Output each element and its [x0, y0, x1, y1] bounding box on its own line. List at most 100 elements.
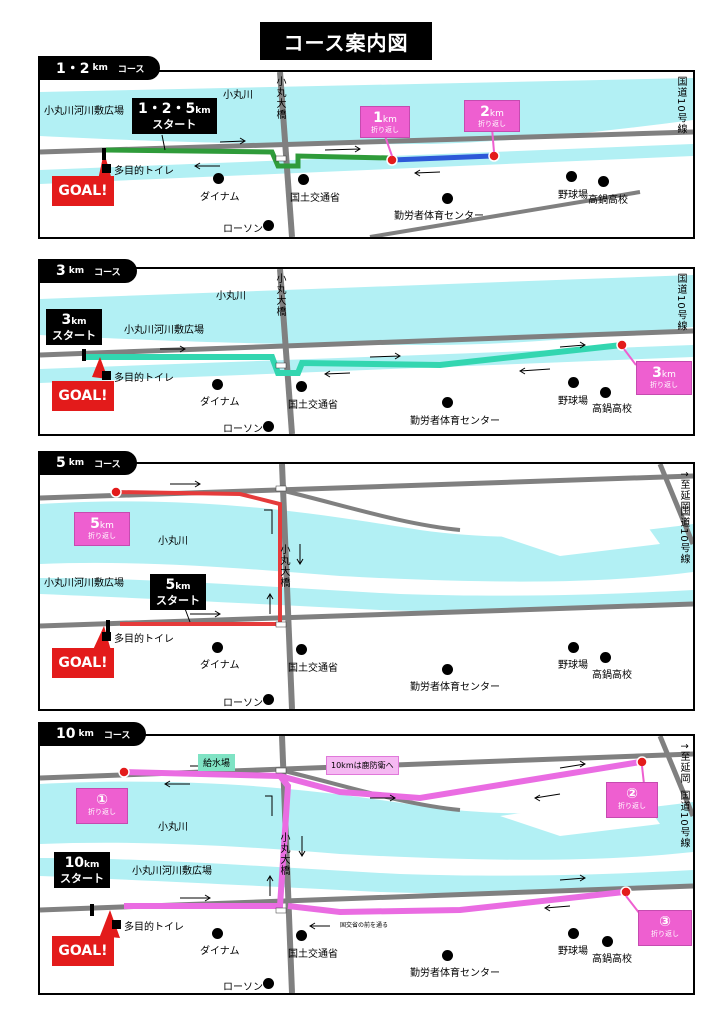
route-pink [123, 759, 641, 916]
ministry-pass-note: 国交省の前を通る [340, 922, 389, 929]
baseball-marker [568, 642, 579, 653]
turn-label: 折り返し [371, 126, 399, 134]
start-km: km [71, 317, 87, 327]
route-green [105, 147, 391, 169]
route-teal [82, 342, 623, 376]
toilet-icon [102, 632, 111, 641]
route10-label: 国道10号線 [678, 790, 689, 849]
labor-center-label: 勤労者体育センター [410, 682, 500, 693]
dynam-marker [213, 173, 224, 184]
main-road [40, 328, 693, 358]
turn-label: 折り返し [651, 930, 679, 938]
goal-pointer [100, 910, 120, 938]
map-panel-3km: 小丸川 小丸大橋 小丸川河川敷広場 3km スタート GOAL! 多目的トイレ … [38, 267, 695, 436]
park-label: 小丸川河川敷広場 [124, 325, 204, 336]
river [40, 781, 693, 860]
start-km: km [175, 582, 191, 592]
tab-number: 5 [56, 455, 66, 471]
highschool-label: 高鍋高校 [588, 195, 628, 206]
start-number: 10 [64, 855, 85, 871]
bridge-label: 小丸大橋 [278, 544, 289, 588]
highschool-marker [600, 652, 611, 663]
start-label: スタート [52, 329, 96, 342]
baseball-label: 野球場 [558, 190, 588, 201]
dynam-label: ダイナム [200, 397, 240, 408]
labor-center-label: 勤労者体育センター [410, 416, 500, 427]
tab-course-label: コース [94, 267, 121, 278]
start-box: 5km スタート [150, 574, 206, 610]
river-label: 小丸川 [223, 90, 253, 101]
toilet-icon [112, 920, 121, 929]
labor-center-marker [442, 950, 453, 961]
dynam-label: ダイナム [200, 660, 240, 671]
dynam-marker [212, 642, 223, 653]
bridge-road [277, 269, 295, 434]
water-station-label: 給水場 [198, 754, 236, 771]
north-road [40, 473, 693, 501]
lawson-label: ローソン [223, 698, 263, 709]
to-nobeoka-label: ↑至延岡 [678, 742, 689, 785]
start-km: km [195, 106, 211, 116]
start-box: 1・2・5km スタート [132, 98, 217, 134]
turn-marker-1 [386, 154, 398, 166]
map-panel-1-2km: 小丸川 小丸大橋 小丸川河川敷広場 1・2・5km スタート GOAL! 多目的… [38, 70, 695, 239]
toilet-label: 多目的トイレ [114, 166, 174, 177]
dynam-label: ダイナム [200, 946, 240, 957]
turn-marker-1 [118, 766, 130, 778]
tab-number: 1・2 [56, 61, 90, 77]
bridge-label: 小丸大橋 [278, 832, 289, 876]
ministry-marker [296, 644, 307, 655]
turn-marker-2 [636, 756, 648, 768]
highschool-label: 高鍋高校 [592, 670, 632, 681]
labor-center-marker [442, 397, 453, 408]
start-line [90, 904, 94, 916]
start-box: 3km スタート [46, 309, 102, 345]
start-label: スタート [60, 872, 104, 885]
turn-marker-3 [616, 339, 628, 351]
turn-label: 折り返し [88, 532, 116, 540]
toilet-label: 多目的トイレ [114, 373, 174, 384]
turn-box-5: 5km 折り返し [74, 512, 130, 546]
start-label: スタート [152, 118, 197, 131]
map-panel-5km: 小丸川 小丸大橋 小丸川河川敷広場 5km スタート GOAL! 多目的トイレ … [38, 462, 695, 711]
river [40, 501, 693, 582]
route-red [115, 490, 282, 626]
ministry-label: 国土交通省 [288, 400, 338, 411]
direction-arrows [160, 341, 586, 378]
labor-center-label: 勤労者体育センター [394, 211, 484, 222]
turn-label: 折り返し [618, 802, 646, 810]
toilet-label: 多目的トイレ [114, 634, 174, 645]
start-number: 3 [61, 312, 72, 328]
tab-km-unit: km [78, 729, 94, 739]
turn-km: km [99, 521, 114, 531]
start-line [106, 620, 110, 632]
labor-center-marker [442, 193, 453, 204]
turn-number: ② [626, 786, 638, 802]
goal-badge: GOAL! [52, 176, 114, 206]
north-road-curve [279, 488, 461, 532]
to-nobeoka-label: ↑至延岡 [678, 470, 689, 513]
lawson-marker [263, 421, 274, 432]
turn-number: 5 [90, 516, 100, 532]
labor-center-marker [442, 664, 453, 675]
tab-km-unit: km [68, 458, 85, 468]
lawson-label: ローソン [223, 224, 263, 235]
dynam-marker [212, 379, 223, 390]
turn-box-2: 2km 折り返し [464, 100, 520, 132]
baseball-label: 野球場 [558, 660, 588, 671]
tab-km-unit: km [68, 266, 85, 276]
baseball-label: 野球場 [558, 396, 588, 407]
tab-course-label: コース [117, 64, 145, 75]
turn-label: 折り返し [650, 381, 678, 389]
ministry-marker [296, 930, 307, 941]
turn-marker-3 [620, 886, 632, 898]
turn-marker-2 [488, 150, 500, 162]
river-lower [40, 144, 693, 184]
baseball-label: 野球場 [558, 946, 588, 957]
toilet-icon [102, 371, 111, 380]
lawson-label: ローソン [223, 424, 263, 435]
route10-label: 国道10号線 [675, 76, 686, 135]
highschool-marker [600, 387, 611, 398]
